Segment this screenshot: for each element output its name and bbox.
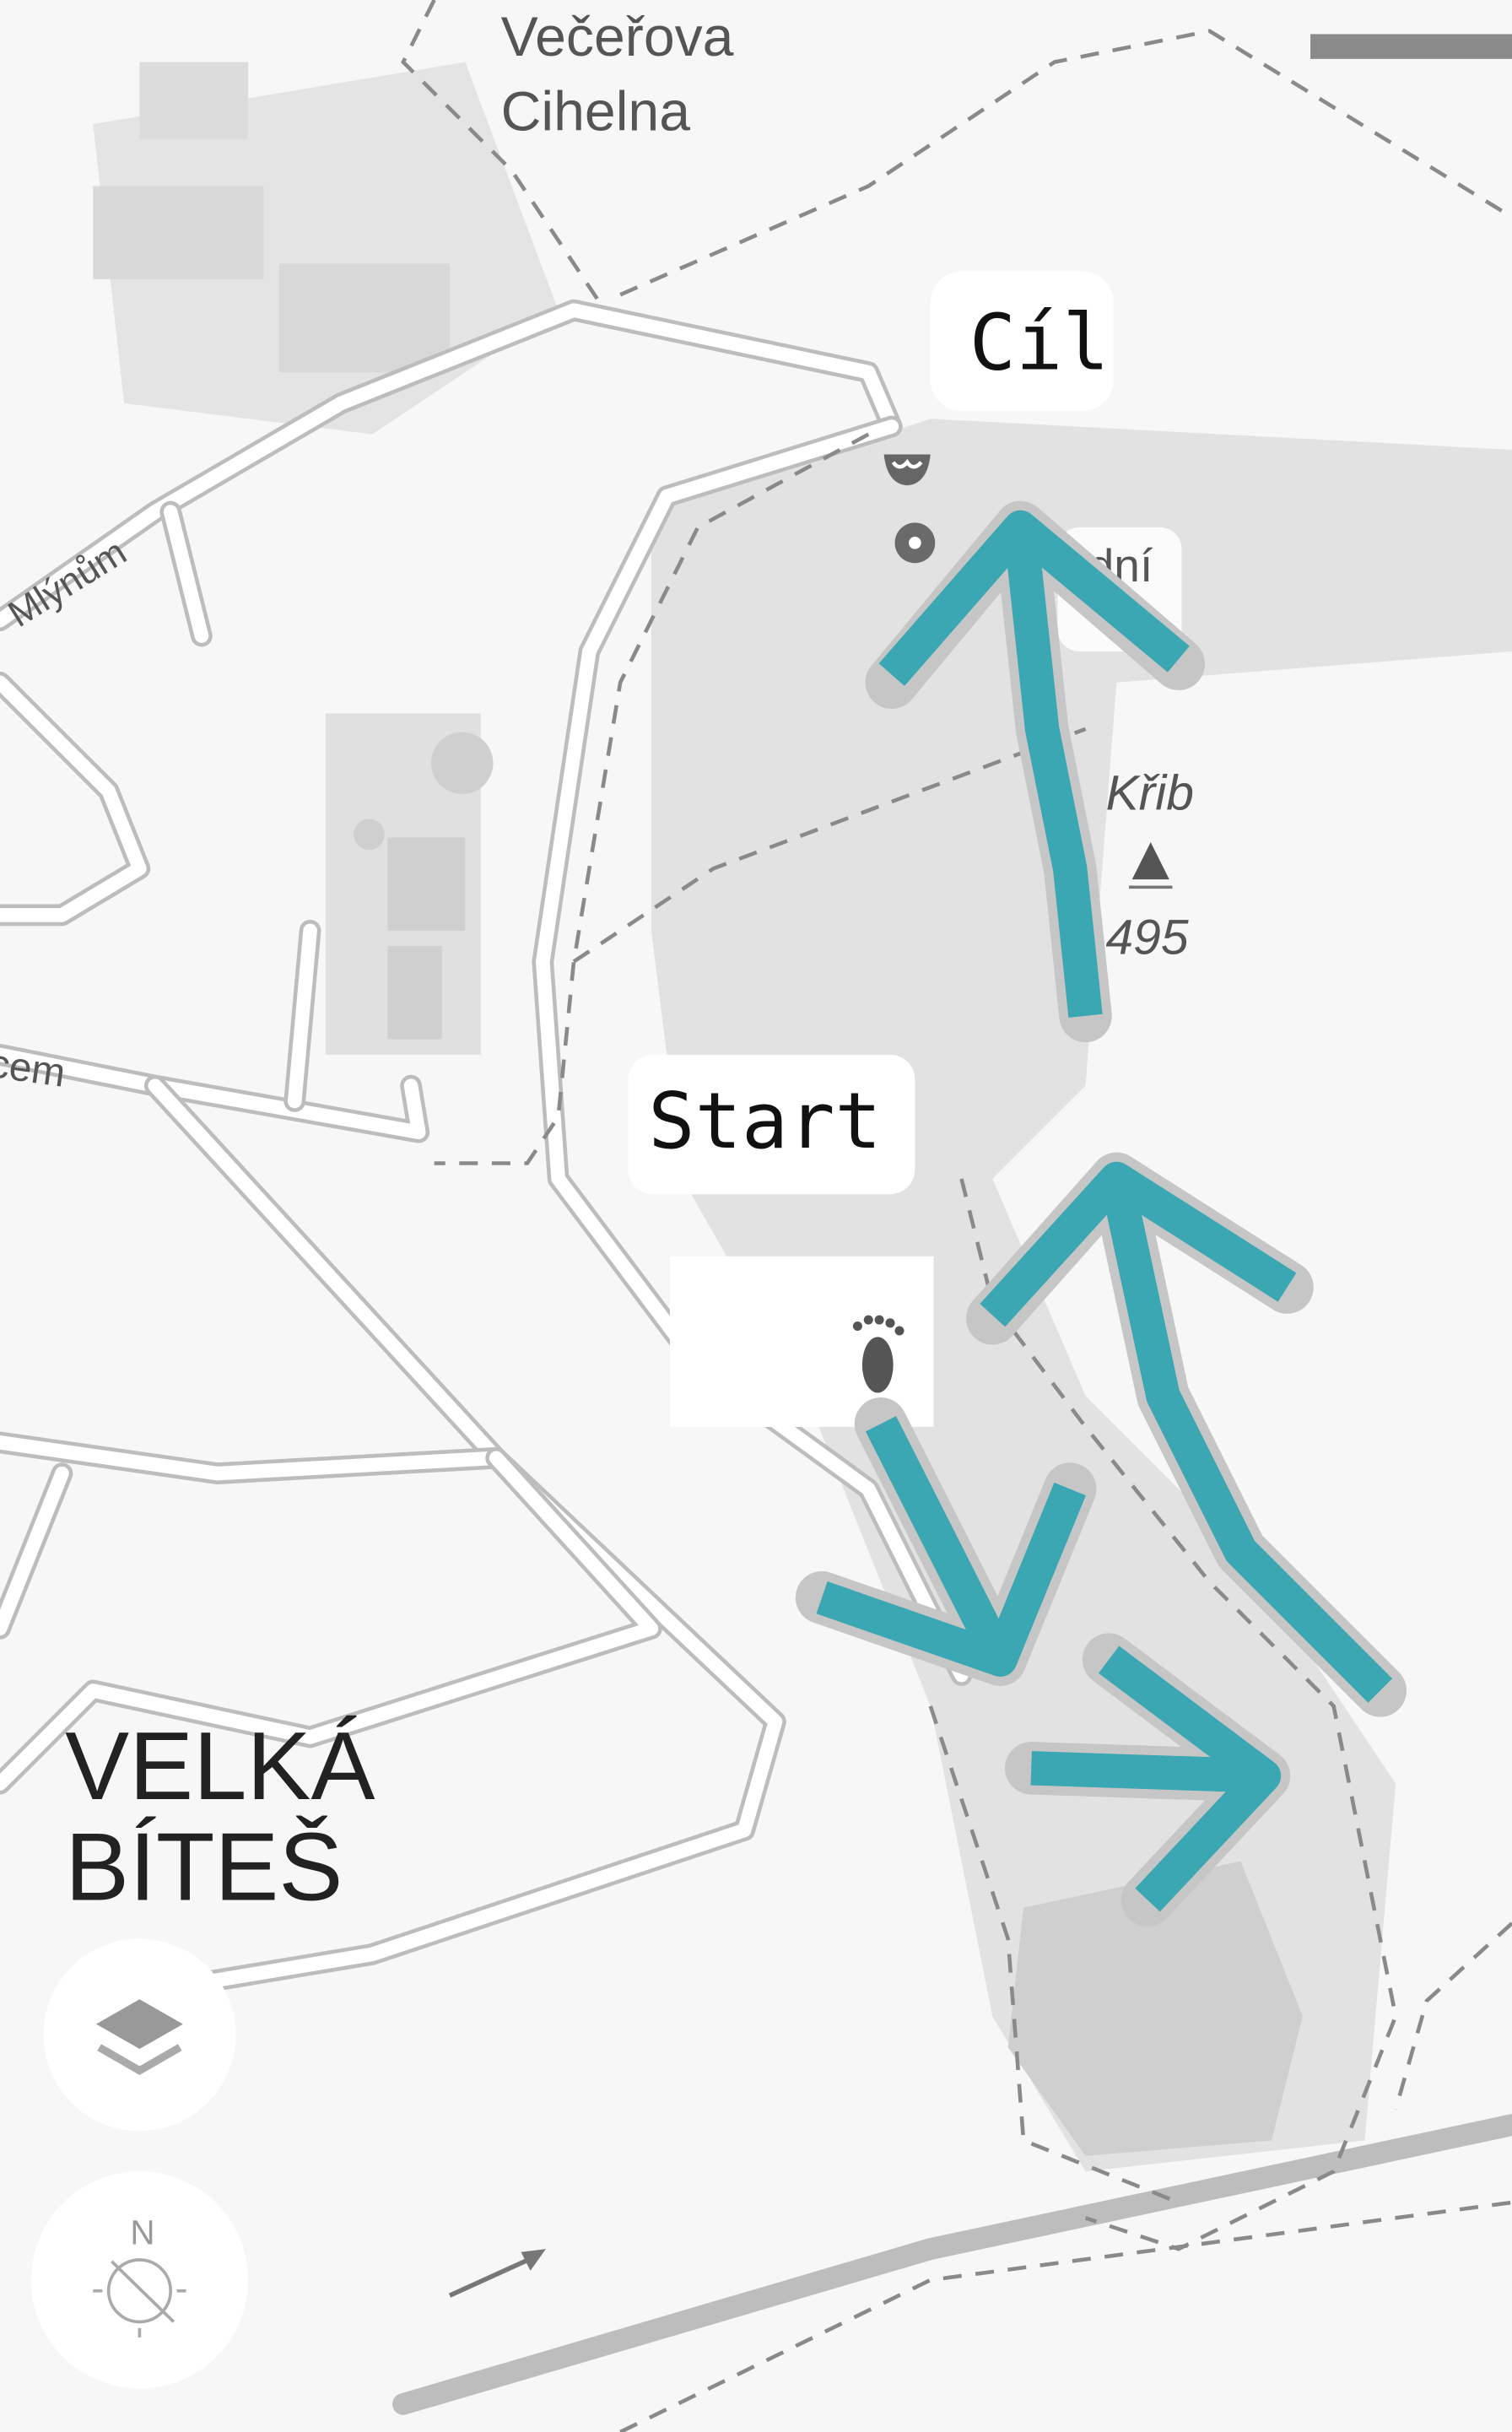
place-label-vecerova-1: Večeřova xyxy=(501,6,734,68)
layers-button[interactable] xyxy=(43,1938,236,2132)
route-arrow-down xyxy=(795,1397,1097,1686)
peak-icon xyxy=(1129,842,1173,889)
route-arrow-to-finish xyxy=(865,500,1206,1043)
viewpoint-icon[interactable] xyxy=(883,454,931,486)
street-label-cem: cem xyxy=(0,1041,68,1096)
one-way-arrow-icon xyxy=(448,2249,546,2298)
start-label-bg xyxy=(628,1054,915,1195)
roads xyxy=(0,299,1512,2415)
compass-icon xyxy=(93,2258,186,2337)
start-label: Start xyxy=(648,1076,882,1166)
terrain-areas xyxy=(93,34,1512,2172)
route-arrow-right xyxy=(1004,1633,1291,1927)
finish-label-bg xyxy=(930,271,1114,412)
peak-name: Křib xyxy=(1105,765,1194,820)
compass-north-label: N xyxy=(130,2213,154,2252)
town-label-line2: BÍTEŠ xyxy=(65,1814,343,1921)
peak-elevation: 495 xyxy=(1105,910,1188,965)
footprint-icon[interactable] xyxy=(852,1315,904,1393)
town-label-line1: VELKÁ xyxy=(65,1713,375,1820)
finish-label: Cíl xyxy=(969,297,1110,387)
sight-icon[interactable] xyxy=(894,522,936,564)
route-arrows xyxy=(795,500,1407,1927)
compass-button[interactable]: N xyxy=(30,2171,249,2389)
route-arrow-up xyxy=(966,1152,1407,1717)
layers-icon xyxy=(95,1999,183,2050)
scale-bar xyxy=(1310,34,1512,59)
start-marker-bg xyxy=(669,1256,934,1427)
place-label-vecerova-2: Cihelna xyxy=(501,80,691,143)
